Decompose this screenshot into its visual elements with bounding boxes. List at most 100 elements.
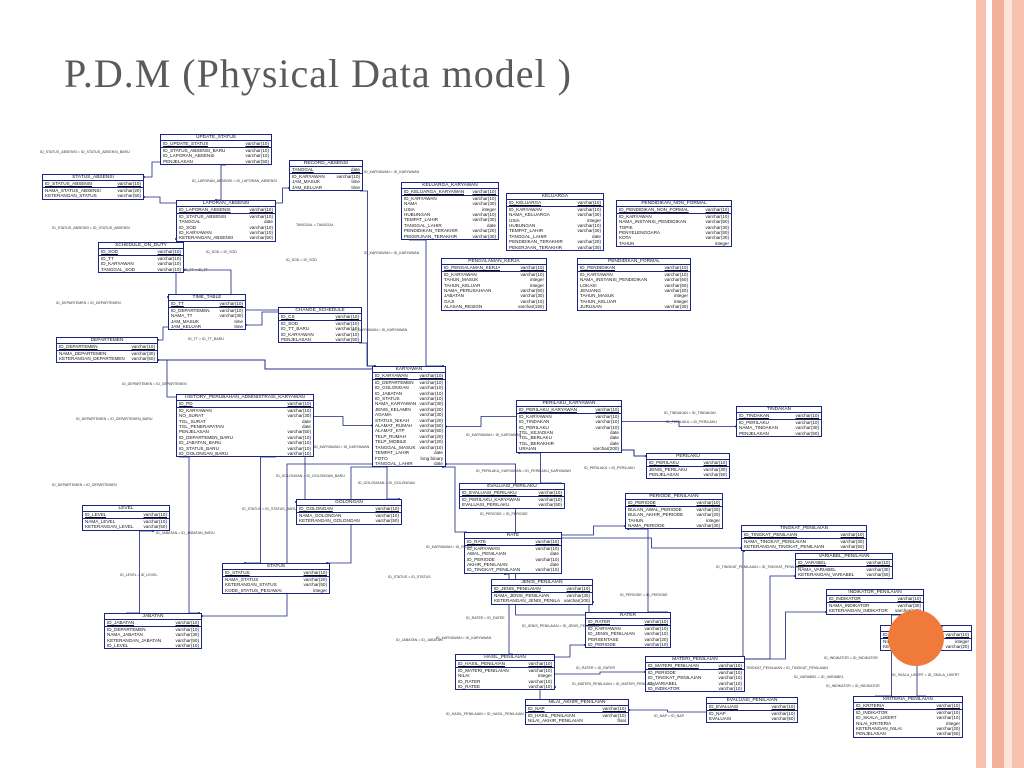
stripe bbox=[1004, 0, 1012, 768]
column-name: ID_HASIL_PENILAIAN bbox=[528, 712, 575, 718]
relationship-line bbox=[126, 530, 153, 614]
column-type: varchar(10) bbox=[718, 680, 743, 686]
relationship-line bbox=[314, 416, 372, 426]
column-name: ID_GOLONGAN_BARU bbox=[179, 451, 229, 457]
entity-title: UPDATE_STATUS bbox=[161, 135, 271, 142]
column-type: varchar(10) bbox=[718, 686, 743, 692]
relationship-line bbox=[276, 187, 289, 204]
column-name: FOTO bbox=[375, 455, 388, 461]
column-name: ID_KARYAWAN bbox=[404, 195, 437, 201]
column-name: ID_STATUS_BARU bbox=[179, 445, 219, 451]
column-name: TAHUN_KELUAR bbox=[580, 298, 617, 304]
column-name: PENJELASAN bbox=[179, 429, 209, 435]
column-name: USIA bbox=[509, 217, 520, 223]
column-type: varchar(10) bbox=[287, 434, 312, 440]
relationship-line bbox=[202, 463, 372, 617]
column-name: ID_TINGKAT_PENILAIAN bbox=[744, 532, 798, 538]
column-name: ID_DEPARTEMEN bbox=[59, 344, 98, 350]
column-type: varchar(100) bbox=[563, 598, 590, 604]
column-name: ID_STATUS_ABSENSI bbox=[45, 181, 93, 187]
column-name: ID_INDIKATOR bbox=[648, 686, 680, 692]
column-type: varchar(30) bbox=[703, 466, 728, 472]
column-name: ID_STATUS bbox=[375, 396, 400, 402]
column-type: varchar(20) bbox=[945, 644, 970, 650]
column-name: JAM_MASUK bbox=[292, 179, 321, 185]
column-type: integer bbox=[714, 240, 729, 246]
column-type: varchar(10) bbox=[157, 266, 182, 272]
column-type: varchar(30) bbox=[287, 413, 312, 419]
column-type: varchar(10) bbox=[936, 703, 961, 709]
column-type: varchar(30) bbox=[664, 304, 689, 310]
column-type: varchar(10) bbox=[419, 379, 444, 385]
column-name: KETERANGAN_DEPARTEMEN bbox=[59, 356, 125, 362]
column-type: varchar(10) bbox=[936, 709, 961, 715]
relationship-line bbox=[446, 416, 516, 427]
relationship-line bbox=[622, 449, 646, 457]
column-name: ID_PENDIDIKAN_NON_FORMAL bbox=[619, 207, 689, 213]
column-name: ID_KRITERIA bbox=[856, 703, 885, 709]
relationship-line bbox=[555, 671, 645, 675]
column-name: TANGGAL bbox=[179, 219, 201, 225]
column-name: KETERANGAN_LEVEL bbox=[85, 524, 134, 530]
accent-dot bbox=[888, 610, 944, 666]
column-name: PENDIDIKAN_TERAKHIR bbox=[404, 228, 458, 234]
column-name: ID_GOLONGAN bbox=[375, 385, 409, 391]
relationship-label: ID_STATUS = ID_STATUS_BARU bbox=[242, 507, 297, 511]
column-name: ID_KELUARGA bbox=[509, 200, 542, 206]
column-type: varchar(10) bbox=[245, 141, 270, 147]
column-type: varchar(10) bbox=[245, 153, 270, 159]
column-type: varchar(10) bbox=[718, 669, 743, 675]
relationship-line bbox=[184, 269, 278, 311]
column-type: date bbox=[610, 440, 619, 446]
column-name: NO_SURAT bbox=[179, 413, 204, 419]
entity-title: PERILAKU_KARYAWAN bbox=[517, 401, 621, 408]
entity-title: HASIL_PENILAIAN bbox=[456, 655, 554, 662]
entity-title: GOLONGAN bbox=[297, 500, 401, 507]
relationship-line bbox=[179, 456, 199, 614]
column-type: varchar(10) bbox=[287, 401, 312, 407]
column-name: ID_PERIODE bbox=[467, 556, 495, 562]
column-name: ID_PERIODE bbox=[628, 500, 656, 506]
entity-title: TIME_TABLE bbox=[169, 295, 245, 302]
entity-title: PERILAKU bbox=[647, 454, 729, 461]
column-type: varchar(10) bbox=[644, 625, 669, 631]
relationship-label: ID_TINDAKAN = ID_TINDAKAN bbox=[664, 411, 716, 415]
column-type: varchar(10) bbox=[303, 570, 328, 576]
column-name: TANGGAL_SOD bbox=[101, 266, 136, 272]
column-name: ID_PENDIDIKAN bbox=[580, 265, 616, 271]
column-name: HUBUNGAN bbox=[404, 212, 431, 218]
column-type: varchar(30) bbox=[131, 350, 156, 356]
entity-title: PENGALAMAN_KERJA bbox=[442, 259, 546, 266]
